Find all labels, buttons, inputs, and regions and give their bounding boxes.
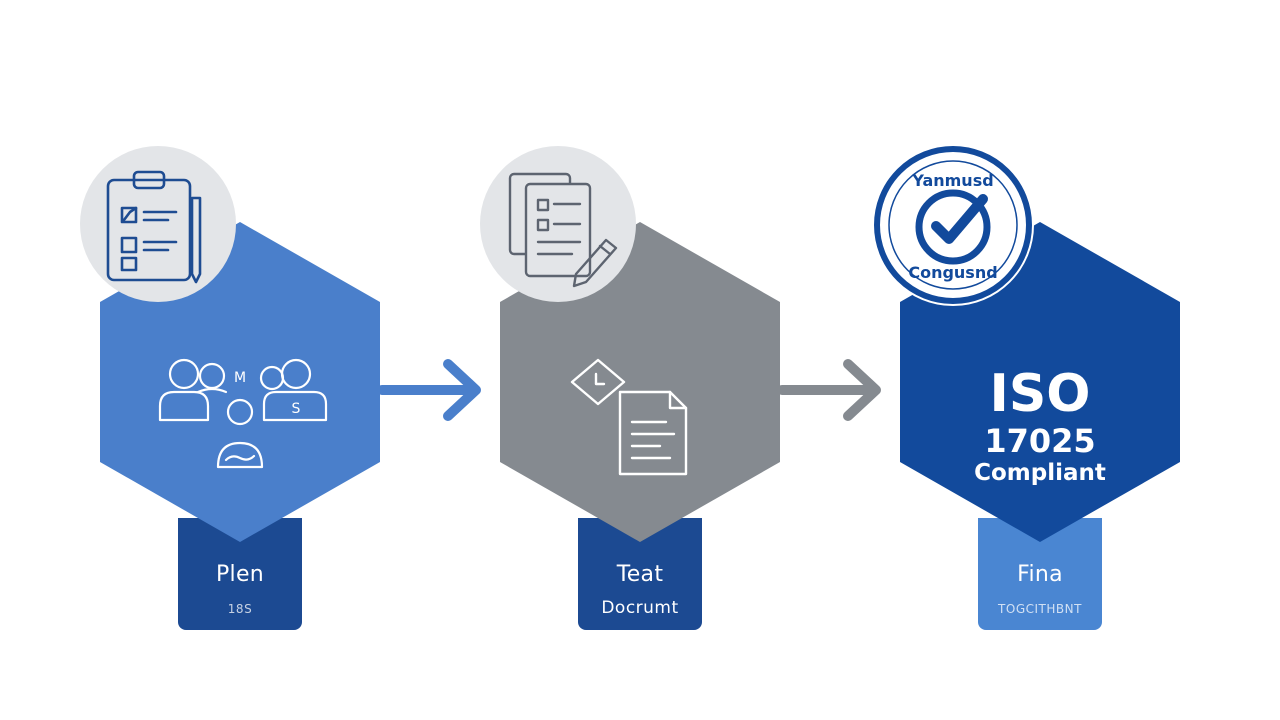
plan-badge [80, 146, 236, 302]
iso-title: ISO [989, 364, 1091, 424]
hex-icon-label: M [234, 370, 246, 386]
test-badge [480, 146, 636, 302]
step-plan-subtitle: 18S [227, 602, 253, 616]
step-final-title: Fina [1017, 562, 1063, 587]
step-test-subtitle: Docrumt [601, 598, 679, 618]
seal-top-text: Yanmusd [911, 171, 993, 190]
iso-number: 17025 [984, 422, 1096, 460]
svg-text:S: S [292, 401, 301, 417]
verified-check-seal-icon: Yanmusd Congusnd [874, 146, 1032, 304]
step-plan-title: Plen [215, 562, 265, 587]
documents-pen-icon [508, 172, 618, 288]
document-clock-icon [570, 358, 688, 476]
arrow-right-icon [378, 359, 481, 421]
seal-bottom-text: Congusnd [908, 263, 997, 282]
clipboard-checklist-icon [106, 170, 202, 284]
verified-seal: Yanmusd Congusnd [872, 144, 1034, 306]
arrow-right-icon [778, 359, 881, 421]
step-test-title: Teat [616, 562, 664, 587]
step-final-subtitle: TOGCITHBNT [998, 602, 1082, 616]
iso-compliant: Compliant [974, 460, 1106, 486]
team-meeting-icon: S M [158, 358, 328, 469]
